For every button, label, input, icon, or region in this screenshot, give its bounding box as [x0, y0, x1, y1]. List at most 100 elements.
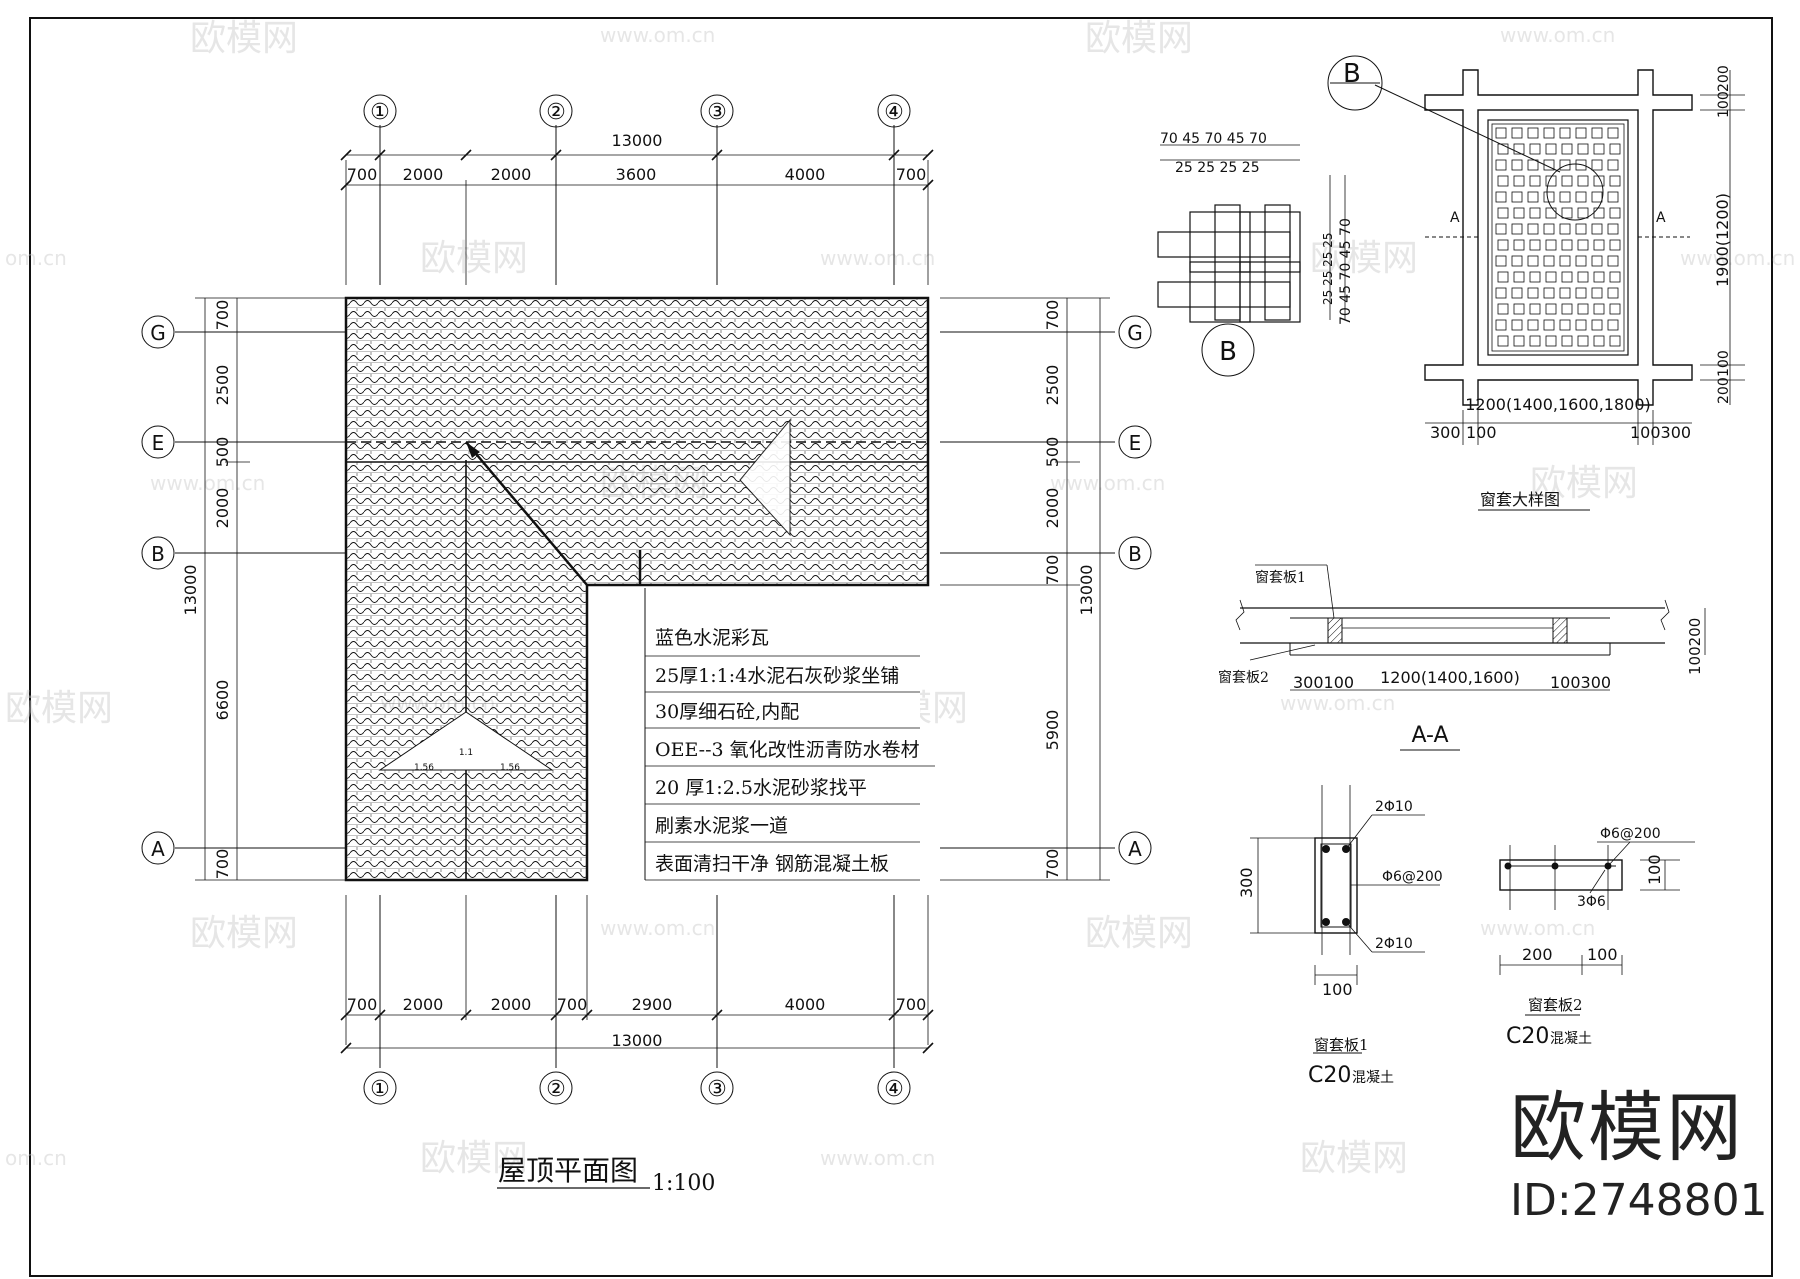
board1-labels: 2Φ10 Φ6@200 2Φ10 300 100 窗套板1 C20 混凝土 — [1237, 799, 1443, 1088]
lattice-cell — [1591, 223, 1603, 235]
right-dim: 5900 — [1043, 710, 1062, 751]
board2-labels: Φ6@200 3Φ6 100 200 100 窗套板2 C20 混凝土 — [1506, 826, 1664, 1049]
lattice-cell — [1545, 143, 1557, 155]
lattice-cell — [1577, 207, 1589, 219]
watermark-brand: 欧模网 — [1085, 18, 1193, 59]
watermark-brand: 欧模网 — [420, 1138, 528, 1179]
lattice-cell — [1591, 127, 1603, 139]
lattice-cell — [1527, 319, 1539, 331]
lattice-cell — [1513, 271, 1525, 283]
detail-b-side-dims: 70 45 70 45 70 — [1338, 218, 1354, 325]
lattice-cell — [1529, 303, 1541, 315]
lattice-cell — [1513, 303, 1525, 315]
right-dim: 500 — [1043, 437, 1062, 468]
frame-height-dim: 1900(1200) — [1713, 193, 1732, 287]
lattice-cell — [1609, 303, 1621, 315]
grid-row-b-right: B — [1128, 542, 1142, 566]
lattice-cell — [1593, 175, 1605, 187]
layer-item: 30厚细石砼,内配 — [655, 701, 799, 723]
watermark-site: www.om.cn — [1280, 691, 1395, 715]
lattice-cell — [1543, 159, 1555, 171]
bottom-dim: 4000 — [785, 995, 826, 1014]
roof-plan — [141, 94, 1152, 1189]
right-dim: 2000 — [1043, 488, 1062, 529]
left-dim: 700 — [213, 300, 232, 331]
board1-concrete-note: 混凝土 — [1352, 1070, 1394, 1086]
lattice-cell — [1577, 271, 1589, 283]
watermark-site: www.om.cn — [1050, 471, 1165, 495]
left-dim: 500 — [213, 437, 232, 468]
lattice-cell — [1561, 207, 1573, 219]
lattice-cell — [1495, 159, 1507, 171]
lattice-cell — [1543, 255, 1555, 267]
lattice-cell — [1609, 207, 1621, 219]
board2-name: 窗套板2 — [1528, 996, 1583, 1014]
lattice-cell — [1529, 335, 1541, 347]
lattice-cell — [1577, 143, 1589, 155]
lattice-cell — [1543, 319, 1555, 331]
board1-rebar-top: 2Φ10 — [1375, 799, 1413, 815]
bottom-dim: 700 — [557, 995, 588, 1014]
lattice-cell — [1607, 191, 1619, 203]
watermark-site: www.om.cn — [150, 471, 265, 495]
watermark-brand: 欧模网 — [1300, 1138, 1408, 1179]
board2-rebar-bottom: 3Φ6 — [1577, 894, 1606, 910]
lattice-cell — [1559, 255, 1571, 267]
watermark-brand: 欧模网 — [1085, 913, 1193, 954]
left-dim: 2500 — [213, 365, 232, 406]
lattice-cell — [1543, 191, 1555, 203]
lattice-cell — [1591, 191, 1603, 203]
detail-b-side-dims2: 25 25 25 25 — [1321, 232, 1335, 305]
board1-rebar-bottom: 2Φ10 — [1375, 936, 1413, 952]
lattice-cell — [1527, 191, 1539, 203]
lattice-cell — [1609, 239, 1621, 251]
aa-mid-dim: 1200(1400,1600) — [1380, 668, 1520, 687]
detail-b-label: B — [1219, 337, 1237, 367]
lattice-cell — [1543, 127, 1555, 139]
right-dim: 700 — [1043, 849, 1062, 880]
slope-label: 1.56 — [414, 763, 434, 773]
lattice-cell — [1577, 335, 1589, 347]
left-dim: 700 — [213, 849, 232, 880]
lattice-cell — [1607, 127, 1619, 139]
layer-item: 20 厚1:2.5水泥砂浆找平 — [655, 777, 867, 799]
roof-plan-title: 屋顶平面图 — [498, 1154, 638, 1187]
lattice-cell — [1529, 175, 1541, 187]
grid-row-b: B — [151, 542, 165, 566]
right-dim: 700 — [1043, 300, 1062, 331]
grid-row-a: A — [151, 837, 165, 861]
lattice-cell — [1529, 207, 1541, 219]
grid-col-2-bottom: ② — [546, 1077, 566, 1102]
grid-row-g: G — [150, 321, 166, 345]
lattice-cell — [1511, 159, 1523, 171]
lattice-cell — [1575, 223, 1587, 235]
lattice-cell — [1527, 223, 1539, 235]
lattice-cell — [1559, 159, 1571, 171]
lattice-cell — [1591, 159, 1603, 171]
sheet-border — [29, 17, 1773, 1277]
section-aa-labels: 窗套板1 窗套板2 300100 1200(1400,1600) 100300 … — [1218, 569, 1704, 748]
bottom-dim: 700 — [347, 995, 378, 1014]
right-dimensions: 700 2500 500 2000 700 5900 700 13000 — [1043, 300, 1096, 880]
lattice-cell — [1575, 127, 1587, 139]
top-dim: 3600 — [616, 165, 657, 184]
board2-dim-b: 100 — [1587, 945, 1618, 964]
board2-height: 100 — [1645, 854, 1664, 885]
board2-dim-a: 200 — [1522, 945, 1553, 964]
board1-concrete: C20 — [1308, 1063, 1351, 1088]
lattice-cell — [1497, 175, 1509, 187]
lattice-cell — [1511, 255, 1523, 267]
lattice-cell — [1591, 319, 1603, 331]
board2-rebar-top: Φ6@200 — [1600, 826, 1661, 842]
lattice-cell — [1559, 319, 1571, 331]
board2-label: 窗套板2 — [1218, 669, 1269, 686]
lattice-cell — [1591, 287, 1603, 299]
lattice-cell — [1607, 287, 1619, 299]
watermark-brand: 欧模网 — [190, 913, 298, 954]
top-dim: 700 — [347, 165, 378, 184]
watermark-brand: 欧模网 — [190, 18, 298, 59]
detail-b-top-dims2: 25 25 25 25 — [1175, 160, 1260, 176]
lattice-cell — [1561, 303, 1573, 315]
watermark-site: www.om.cn — [1680, 246, 1795, 270]
lattice-cell — [1497, 239, 1509, 251]
